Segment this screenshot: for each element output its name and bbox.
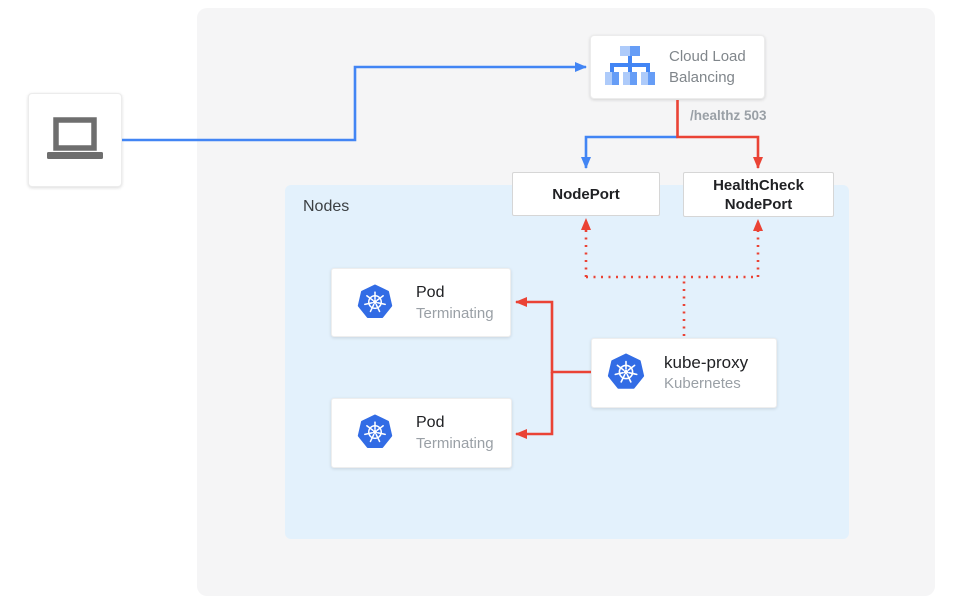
clb-label: Cloud Load Balancing	[669, 46, 746, 88]
pod-node-2: Pod Terminating	[331, 398, 512, 468]
healthcheck-nodeport-label-line1: HealthCheck	[713, 176, 804, 194]
kube-proxy-node: kube-proxy Kubernetes	[591, 338, 777, 408]
healthcheck-nodeport-label-line2: NodePort	[724, 195, 793, 213]
load-balancer-tree-icon	[605, 46, 655, 85]
laptop-icon	[47, 117, 103, 159]
pod-node-1: Pod Terminating	[331, 268, 511, 337]
pod-title: Pod	[416, 414, 445, 431]
kube-proxy-label: kube-proxy Kubernetes	[664, 352, 748, 394]
kubernetes-helm-icon	[357, 414, 393, 449]
healthcheck-nodeport-node: HealthCheck NodePort	[683, 172, 834, 217]
pod-status: Terminating	[416, 304, 494, 322]
pod-status: Terminating	[416, 435, 494, 452]
kubernetes-helm-icon	[607, 353, 645, 389]
nodes-panel-label: Nodes	[303, 198, 350, 215]
clb-label-line2: Balancing	[669, 69, 735, 86]
cloud-load-balancing-node: Cloud Load Balancing	[590, 35, 765, 99]
client-node	[28, 93, 122, 187]
kube-proxy-title: kube-proxy	[664, 353, 749, 372]
pod-label: Pod Terminating	[416, 282, 494, 324]
kube-proxy-subtitle: Kubernetes	[664, 375, 741, 392]
nodeport-node: NodePort	[512, 172, 660, 216]
healthz-status-label: /healthz 503	[690, 108, 767, 123]
pod-title: Pod	[416, 283, 445, 301]
pod-label: Pod Terminating	[416, 412, 494, 454]
kubernetes-helm-icon	[357, 283, 393, 318]
nodeport-label: NodePort	[552, 185, 620, 203]
clb-label-line1: Cloud Load	[669, 48, 746, 65]
